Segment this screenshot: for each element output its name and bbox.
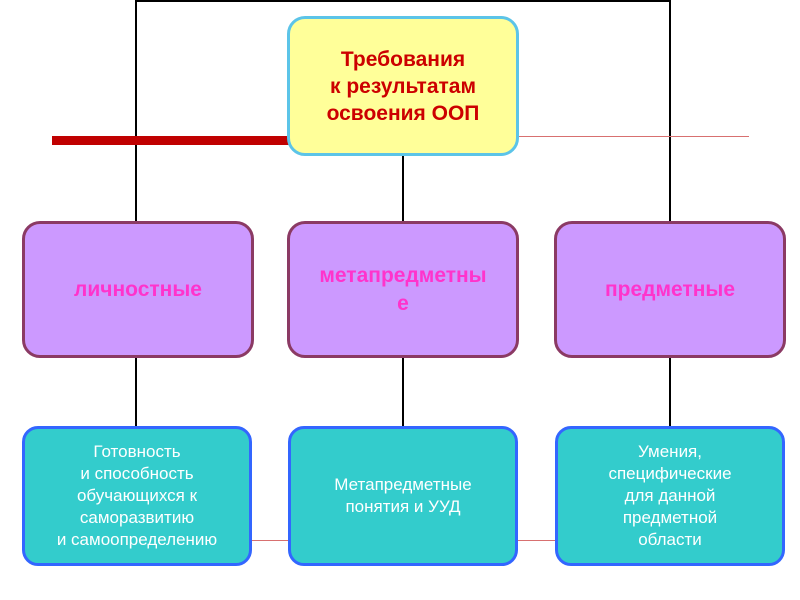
category-personal-label: личностные [74, 277, 202, 301]
description-subject-line-3: для данной [624, 486, 716, 505]
root-text-line-1: Требования [340, 47, 466, 71]
red-thin-line-top [519, 136, 749, 137]
description-subject-line-2: специфические [608, 464, 732, 483]
top-horizontal-connector [135, 0, 671, 2]
category-metasubject-box: метапредметны е [287, 221, 519, 358]
description-metasubject-line-2: понятия и УУД [345, 497, 461, 516]
right-vertical-connector [669, 0, 671, 430]
description-subject-line-5: области [638, 530, 702, 549]
root-text-line-3: освоения ООП [326, 101, 480, 125]
requirements-root-box: Требования к результатам освоения ООП [287, 16, 519, 156]
category-subject-label: предметные [604, 277, 736, 301]
category-subject-box: предметные [554, 221, 786, 358]
description-metasubject-box: Метапредметные понятия и УУД [288, 426, 518, 566]
red-thin-line-bottom-right [516, 540, 556, 541]
category-metasubject-line-1: метапредметны [319, 263, 487, 287]
root-text-line-2: к результатам [329, 74, 477, 98]
description-personal-line-1: Готовность [93, 442, 181, 461]
left-vertical-connector [135, 0, 137, 430]
description-personal-box: Готовность и способность обучающихся к с… [22, 426, 252, 566]
description-subject-line-1: Умения, [638, 442, 702, 461]
category-personal-box: личностные [22, 221, 254, 358]
red-accent-bar [52, 136, 292, 145]
category-metasubject-line-2: е [397, 291, 409, 315]
description-subject-box: Умения, специфические для данной предмет… [555, 426, 785, 566]
description-personal-line-2: и способность [80, 464, 194, 483]
red-thin-line-bottom-left [248, 540, 290, 541]
description-personal-line-5: и самоопределению [56, 530, 218, 549]
description-subject-line-4: предметной [622, 508, 718, 527]
description-personal-line-3: обучающихся к [76, 486, 198, 505]
description-metasubject-line-1: Метапредметные [334, 475, 472, 494]
description-personal-line-4: саморазвитию [79, 508, 195, 527]
